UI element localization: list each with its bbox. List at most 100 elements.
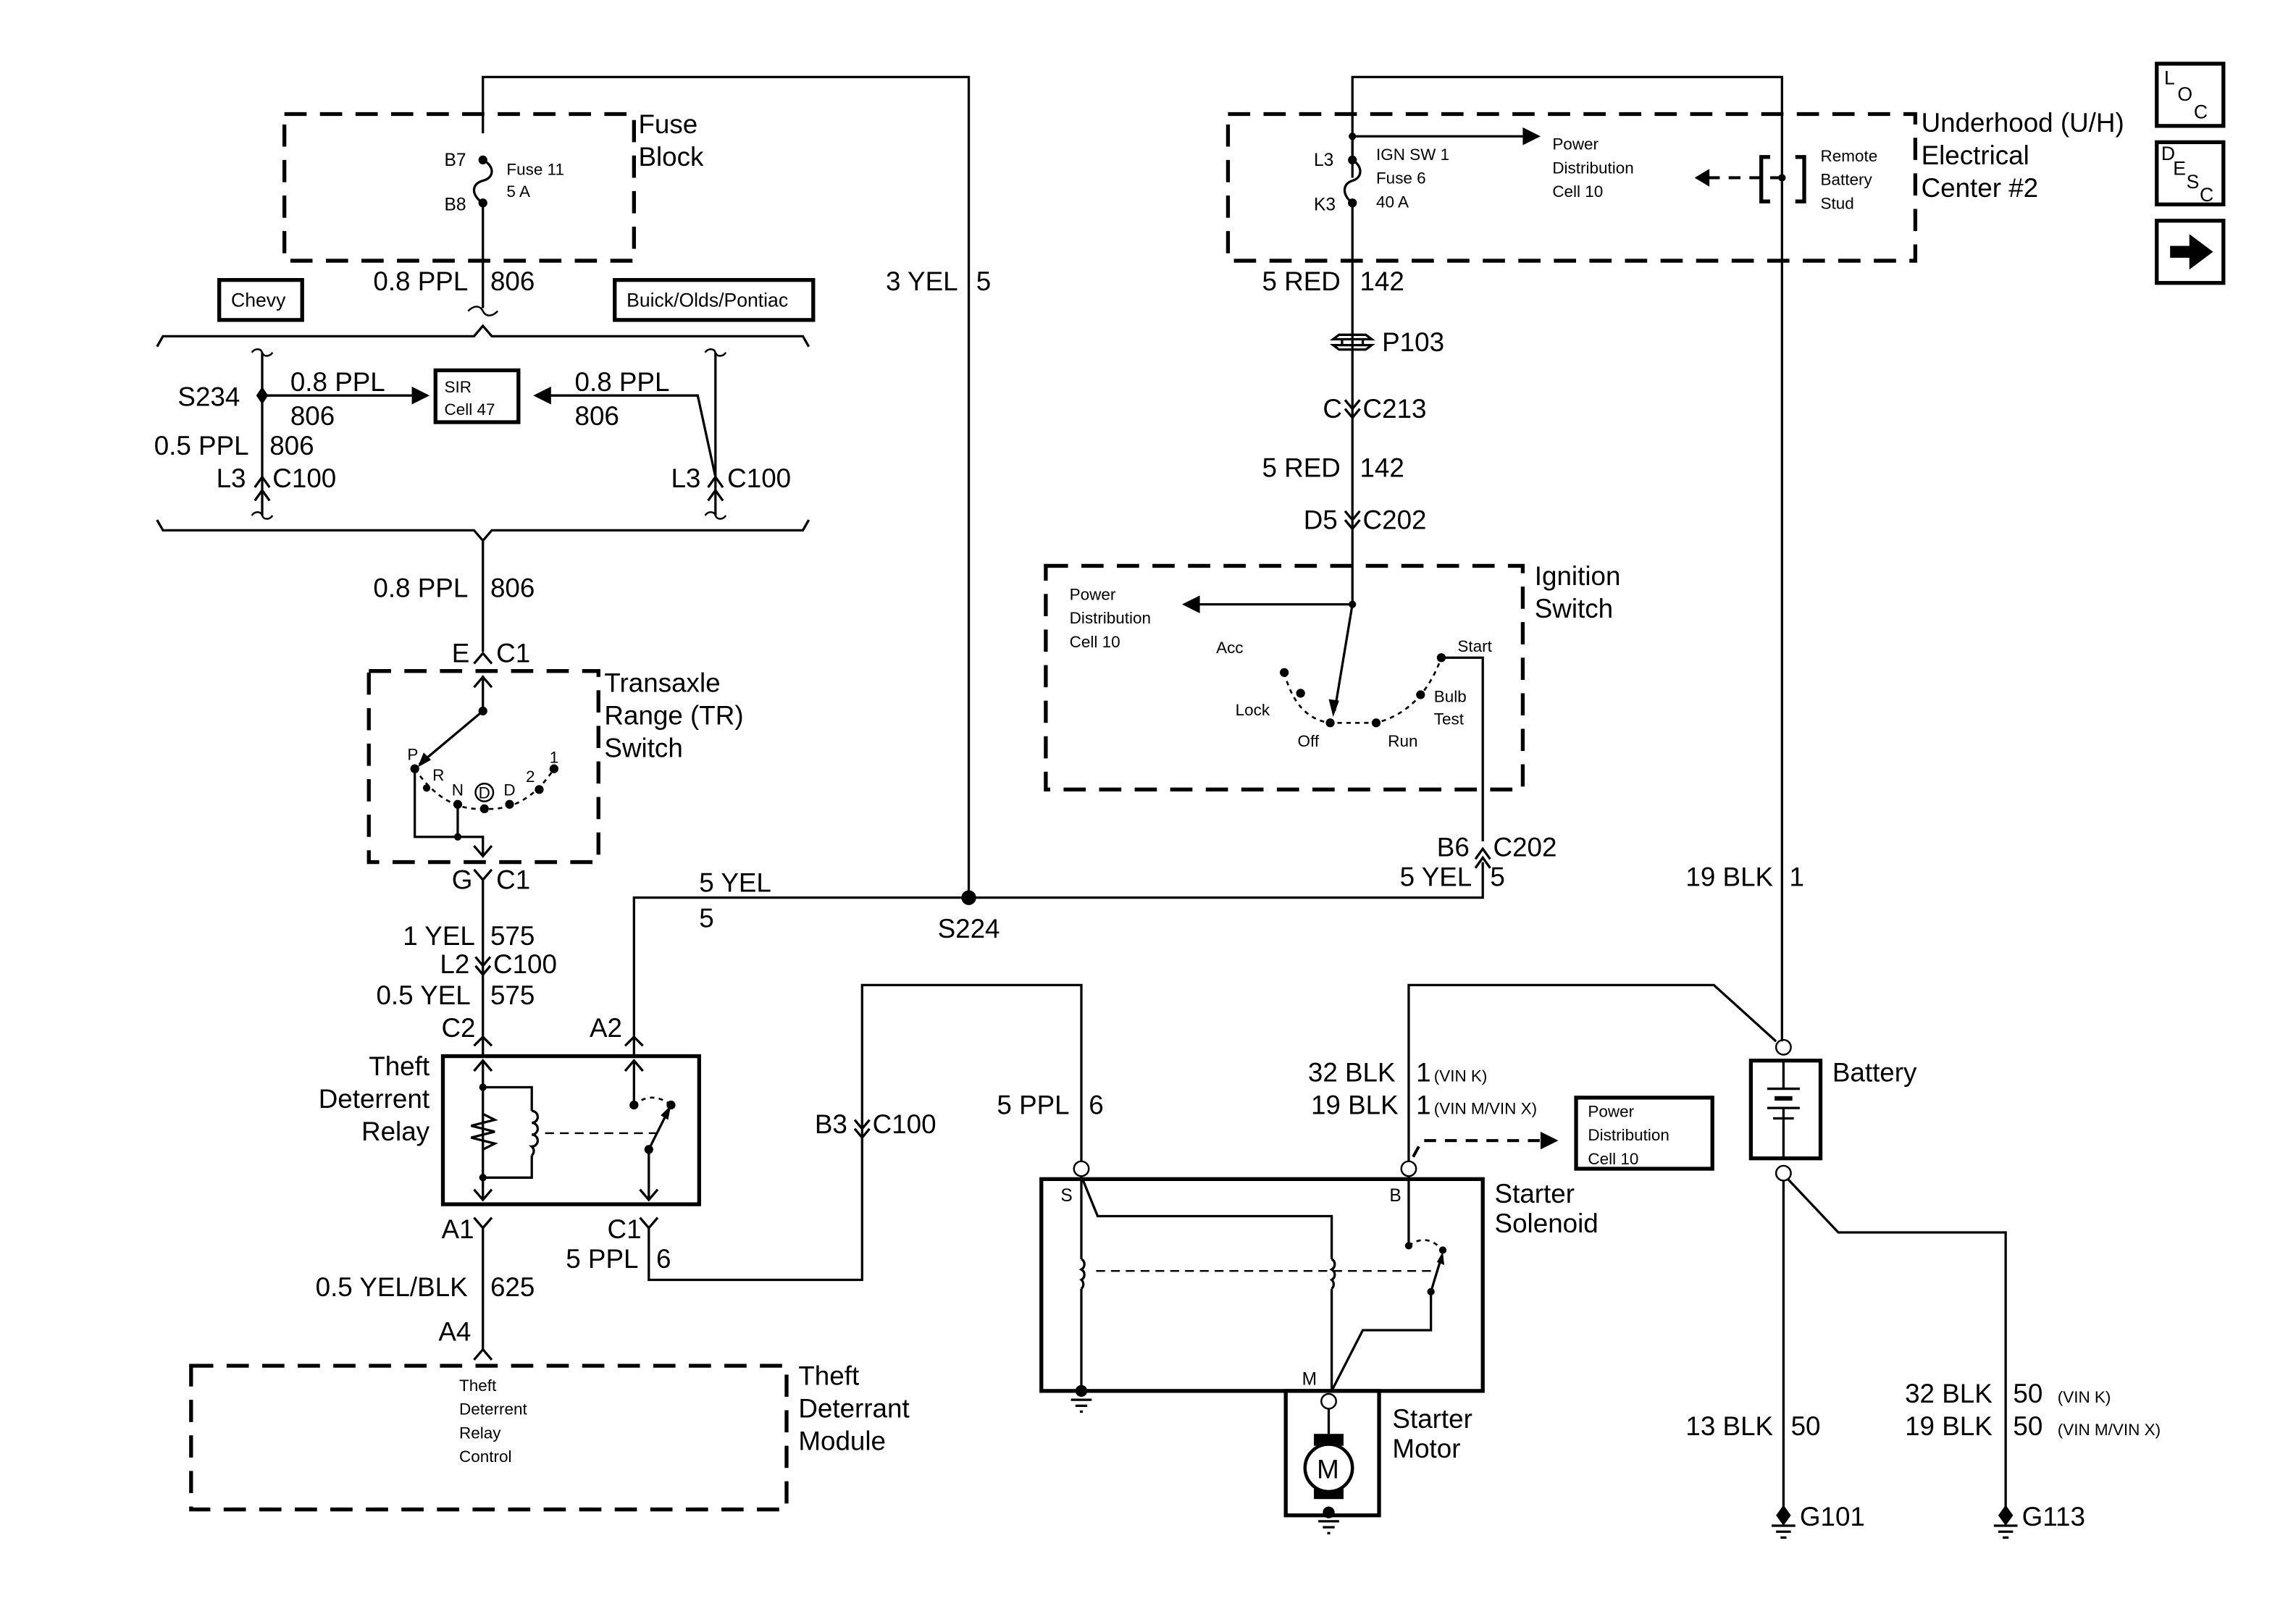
desc-l3-label: S <box>2187 171 2200 193</box>
tr-switch-title2-label: Range (TR) <box>604 700 743 730</box>
module-title3-label: Module <box>798 1426 886 1456</box>
w1-batt-circuit-label: 1 <box>1790 862 1804 891</box>
wire-segment <box>533 386 551 405</box>
tr-c1-top-pin-label: E <box>452 638 470 668</box>
wire-segment <box>1333 604 1354 712</box>
wire-segment <box>473 845 493 858</box>
solenoid-pd1-label: Power <box>1588 1102 1634 1120</box>
solenoid-pd3-label: Cell 10 <box>1588 1150 1638 1168</box>
wire-segment <box>440 1054 701 1206</box>
brace-top <box>156 324 810 348</box>
w5-top-circuit-label: 5 <box>976 266 991 296</box>
wire-segment <box>1073 1160 1090 1177</box>
battery: Battery <box>1748 1038 1917 1182</box>
w806-bop-sir-circuit-label: 806 <box>575 401 619 431</box>
uh-center-title3-label: Center #2 <box>1922 173 2039 203</box>
wire-segment <box>1694 169 1710 187</box>
sir-reference[interactable]: SIR Cell 47 <box>433 368 521 424</box>
desc-button[interactable]: D E S C <box>2155 140 2226 206</box>
wire-segment <box>1331 1291 1433 1392</box>
fuse-block-fuse-rating-label: 5 A <box>506 182 530 201</box>
solenoid-pin-m-label: M <box>1302 1370 1317 1390</box>
w1-sol-mx-gauge-label: 19 BLK <box>1311 1090 1399 1119</box>
wire-segment <box>2155 62 2226 128</box>
wire-segment <box>1344 510 1361 531</box>
wire-segment <box>1474 846 1491 869</box>
ignition-pd2-label: Distribution <box>1070 609 1151 627</box>
power-distribution-reference[interactable]: Power Distribution Cell 10 <box>1574 1096 1714 1171</box>
wire-segment <box>1343 159 1362 204</box>
wire-segment <box>639 1149 659 1202</box>
wire-segment <box>1436 1251 1445 1265</box>
uh-center-stud1-label: Remote <box>1821 147 1878 165</box>
w575-a-circuit-label: 575 <box>490 921 535 951</box>
c100-b3-conn-label: C100 <box>873 1109 937 1139</box>
wire-segment <box>366 669 600 865</box>
wire-segment <box>1993 1524 2018 1539</box>
w575-a-gauge-label: 1 YEL <box>403 921 475 951</box>
wire-segment <box>639 983 1083 1282</box>
wire-segment <box>1329 1258 1336 1290</box>
wire-segment <box>256 386 269 405</box>
next-page-button[interactable] <box>2155 219 2226 285</box>
motor-title1-label: Starter <box>1392 1404 1472 1434</box>
battery-title-label: Battery <box>1832 1057 1917 1087</box>
wire-segment <box>1767 1060 1800 1159</box>
theft-deterrent-module[interactable]: Theft Deterrent Relay Control Theft Dete… <box>189 1361 910 1512</box>
wire-segment <box>189 1363 789 1512</box>
wire-segment <box>1998 1505 2014 1526</box>
module-inner2-label: Deterrent <box>459 1400 527 1419</box>
sir-l2-label: Cell 47 <box>445 400 495 419</box>
wire-segment <box>1775 1038 1792 1056</box>
wire-segment <box>1540 1131 1559 1150</box>
w1-sol-mx-circuit-label: 1 <box>1416 1090 1430 1119</box>
w50-g113-mx-gauge-label: 19 BLK <box>1905 1411 1993 1441</box>
w806-lower-gauge-label: 0.8 PPL <box>373 573 468 602</box>
w1-batt-gauge-label: 19 BLK <box>1685 862 1773 891</box>
loc-l2-label: O <box>2177 83 2192 105</box>
c100-l2-conn-label: C100 <box>493 949 557 979</box>
uh-center-fuse-name2-label: Fuse 6 <box>1376 169 1426 188</box>
starter-motor: M Starter Motor <box>1283 1389 1472 1534</box>
w6-relay-gauge-label: 5 PPL <box>566 1244 638 1274</box>
tr-c1-bot-pin-label: G <box>452 865 473 894</box>
relay-title3-label: Relay <box>361 1117 430 1146</box>
wire-segment <box>453 833 462 841</box>
wire-segment <box>2170 245 2191 258</box>
wire-segment <box>1430 1257 1443 1293</box>
module-inner1-label: Theft <box>459 1377 497 1395</box>
c202-d5-conn-label: C202 <box>1363 505 1427 534</box>
w625-circuit-label: 625 <box>490 1272 535 1302</box>
loc-l3-label: C <box>2194 101 2208 123</box>
uh-center-fuse-name1-label: IGN SW 1 <box>1376 146 1449 164</box>
module-inner4-label: Control <box>459 1447 511 1466</box>
ignition-pd3-label: Cell 10 <box>1070 633 1120 651</box>
fuse-block-pin-in-label: B7 <box>445 151 466 170</box>
wire-segment <box>613 277 816 322</box>
c202-d5-pin-label: D5 <box>1304 505 1338 534</box>
wire-segment <box>1225 112 1918 263</box>
c100-chevy-pin-label: L3 <box>217 463 246 493</box>
wire-segment <box>1772 1524 1796 1539</box>
w806-chevy-down-gauge-label: 0.5 PPL <box>154 431 249 461</box>
w806-top-circuit-label: 806 <box>490 266 535 296</box>
pins-a1-label: A1 <box>441 1214 474 1244</box>
solenoid-pd2-label: Distribution <box>1588 1126 1669 1144</box>
positions-start-label: Start <box>1457 637 1492 655</box>
wire-segment <box>1071 1398 1092 1413</box>
ignition-pd1-label: Power <box>1070 585 1116 603</box>
wire-segment <box>1574 1096 1714 1171</box>
wire-segment <box>414 768 485 857</box>
wire-segment <box>1323 1506 1335 1518</box>
c100-b3-pin-label: B3 <box>815 1109 847 1139</box>
module-title2-label: Deterrant <box>798 1394 909 1424</box>
w50-g113-mx-note-label: (VIN M/VIN X) <box>2058 1421 2161 1439</box>
wire-segment <box>1328 699 1339 718</box>
resistor-icon <box>470 1112 498 1151</box>
wire-segment <box>505 799 514 809</box>
loc-button[interactable]: L O C <box>2155 62 2226 128</box>
wire-segment <box>535 785 544 794</box>
wire-segment <box>474 782 495 802</box>
positions-run-label: Run <box>1388 732 1417 750</box>
tr-c1-top-conn-label: C1 <box>496 638 530 668</box>
